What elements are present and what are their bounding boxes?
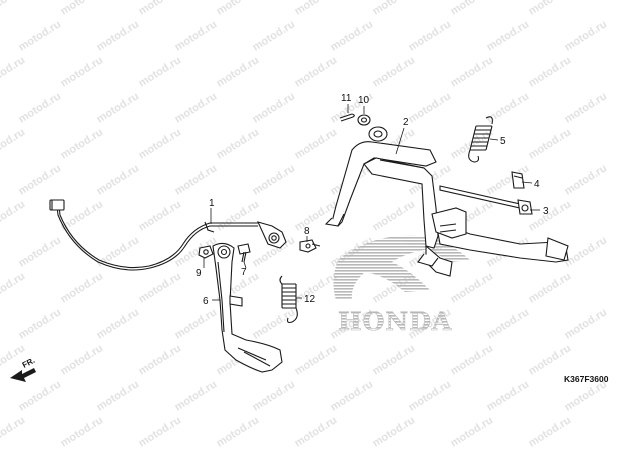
side-stand-nut bbox=[198, 245, 214, 259]
side-stand-switch-cable bbox=[49, 199, 287, 271]
callout-10: 10 bbox=[358, 95, 370, 106]
callout-5: 5 bbox=[500, 136, 506, 147]
side-stand-spring bbox=[279, 275, 298, 324]
main-stand-spring bbox=[468, 116, 493, 163]
switch-bolt bbox=[299, 239, 321, 253]
callout-labels: 1 2 3 4 5 6 7 8 9 10 11 12 bbox=[196, 93, 549, 307]
honda-wordmark: HONDA bbox=[338, 307, 452, 336]
direction-label: FR. bbox=[21, 356, 37, 370]
callout-12: 12 bbox=[304, 294, 316, 305]
washer-lower bbox=[368, 126, 388, 142]
front-arrow-icon bbox=[10, 368, 36, 382]
honda-logo: HONDA bbox=[333, 235, 470, 336]
callout-2: 2 bbox=[403, 117, 409, 128]
callout-3: 3 bbox=[543, 206, 549, 217]
callout-8: 8 bbox=[304, 226, 310, 237]
side-stand-bolt bbox=[237, 243, 251, 263]
main-stand bbox=[324, 141, 569, 277]
callout-9: 9 bbox=[196, 268, 202, 279]
side-stand bbox=[212, 242, 283, 373]
callout-1: 1 bbox=[209, 198, 215, 209]
leader-lines bbox=[203, 104, 540, 301]
callout-4: 4 bbox=[534, 179, 540, 190]
direction-arrow: FR. bbox=[10, 356, 36, 382]
callout-11: 11 bbox=[341, 93, 352, 104]
diagram-code: K367F3600 bbox=[564, 374, 609, 384]
washer bbox=[357, 114, 371, 126]
callout-7: 7 bbox=[241, 267, 247, 278]
cotter-pin bbox=[339, 113, 355, 122]
pivot-clip bbox=[511, 171, 525, 189]
callout-6: 6 bbox=[203, 296, 209, 307]
main-stand-pivot-shaft bbox=[439, 185, 533, 215]
